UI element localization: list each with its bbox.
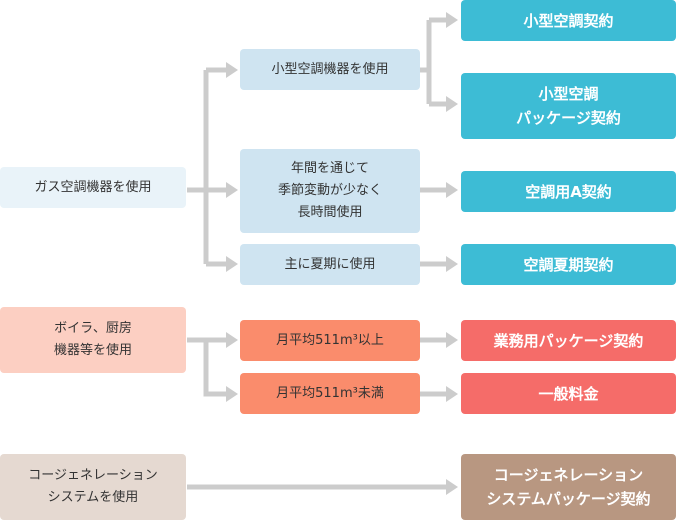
arrowhead [226, 386, 238, 402]
gas-result-ac-a: 空調用A契約 [461, 171, 676, 212]
boiler-condition-under: 月平均511m³未満 [240, 373, 420, 414]
gas-result-small-ac: 小型空調契約 [461, 0, 676, 41]
boiler-result-general: 一般料金 [461, 373, 676, 414]
boiler-source-node: ボイラ、厨房 機器等を使用 [0, 307, 186, 373]
gas-condition-yearround: 年間を通じて 季節変動が少なく 長時間使用 [240, 149, 420, 233]
boiler-condition-over: 月平均511m³以上 [240, 320, 420, 361]
arrowhead [446, 386, 458, 402]
gas-condition-small: 小型空調機器を使用 [240, 49, 420, 90]
arrowhead [446, 182, 458, 198]
arrowhead [446, 332, 458, 348]
boiler-result-business-package: 業務用パッケージ契約 [461, 320, 676, 361]
arrowhead [226, 62, 238, 78]
connector-boiler-trunk [203, 340, 226, 397]
arrowhead [446, 256, 458, 272]
gas-result-small-package: 小型空調 パッケージ契約 [461, 73, 676, 139]
arrowhead [226, 332, 238, 348]
arrowhead [226, 182, 238, 198]
arrowhead [446, 96, 458, 112]
arrowhead [446, 12, 458, 28]
gas-source-node: ガス空調機器を使用 [0, 167, 186, 208]
gas-result-summer: 空調夏期契約 [461, 244, 676, 285]
cogen-source-node: コージェネレーション システムを使用 [0, 454, 186, 520]
arrowhead [446, 479, 458, 495]
gas-condition-summer: 主に夏期に使用 [240, 244, 420, 285]
arrowhead [226, 256, 238, 272]
cogen-result-package: コージェネレーション システムパッケージ契約 [461, 454, 676, 520]
